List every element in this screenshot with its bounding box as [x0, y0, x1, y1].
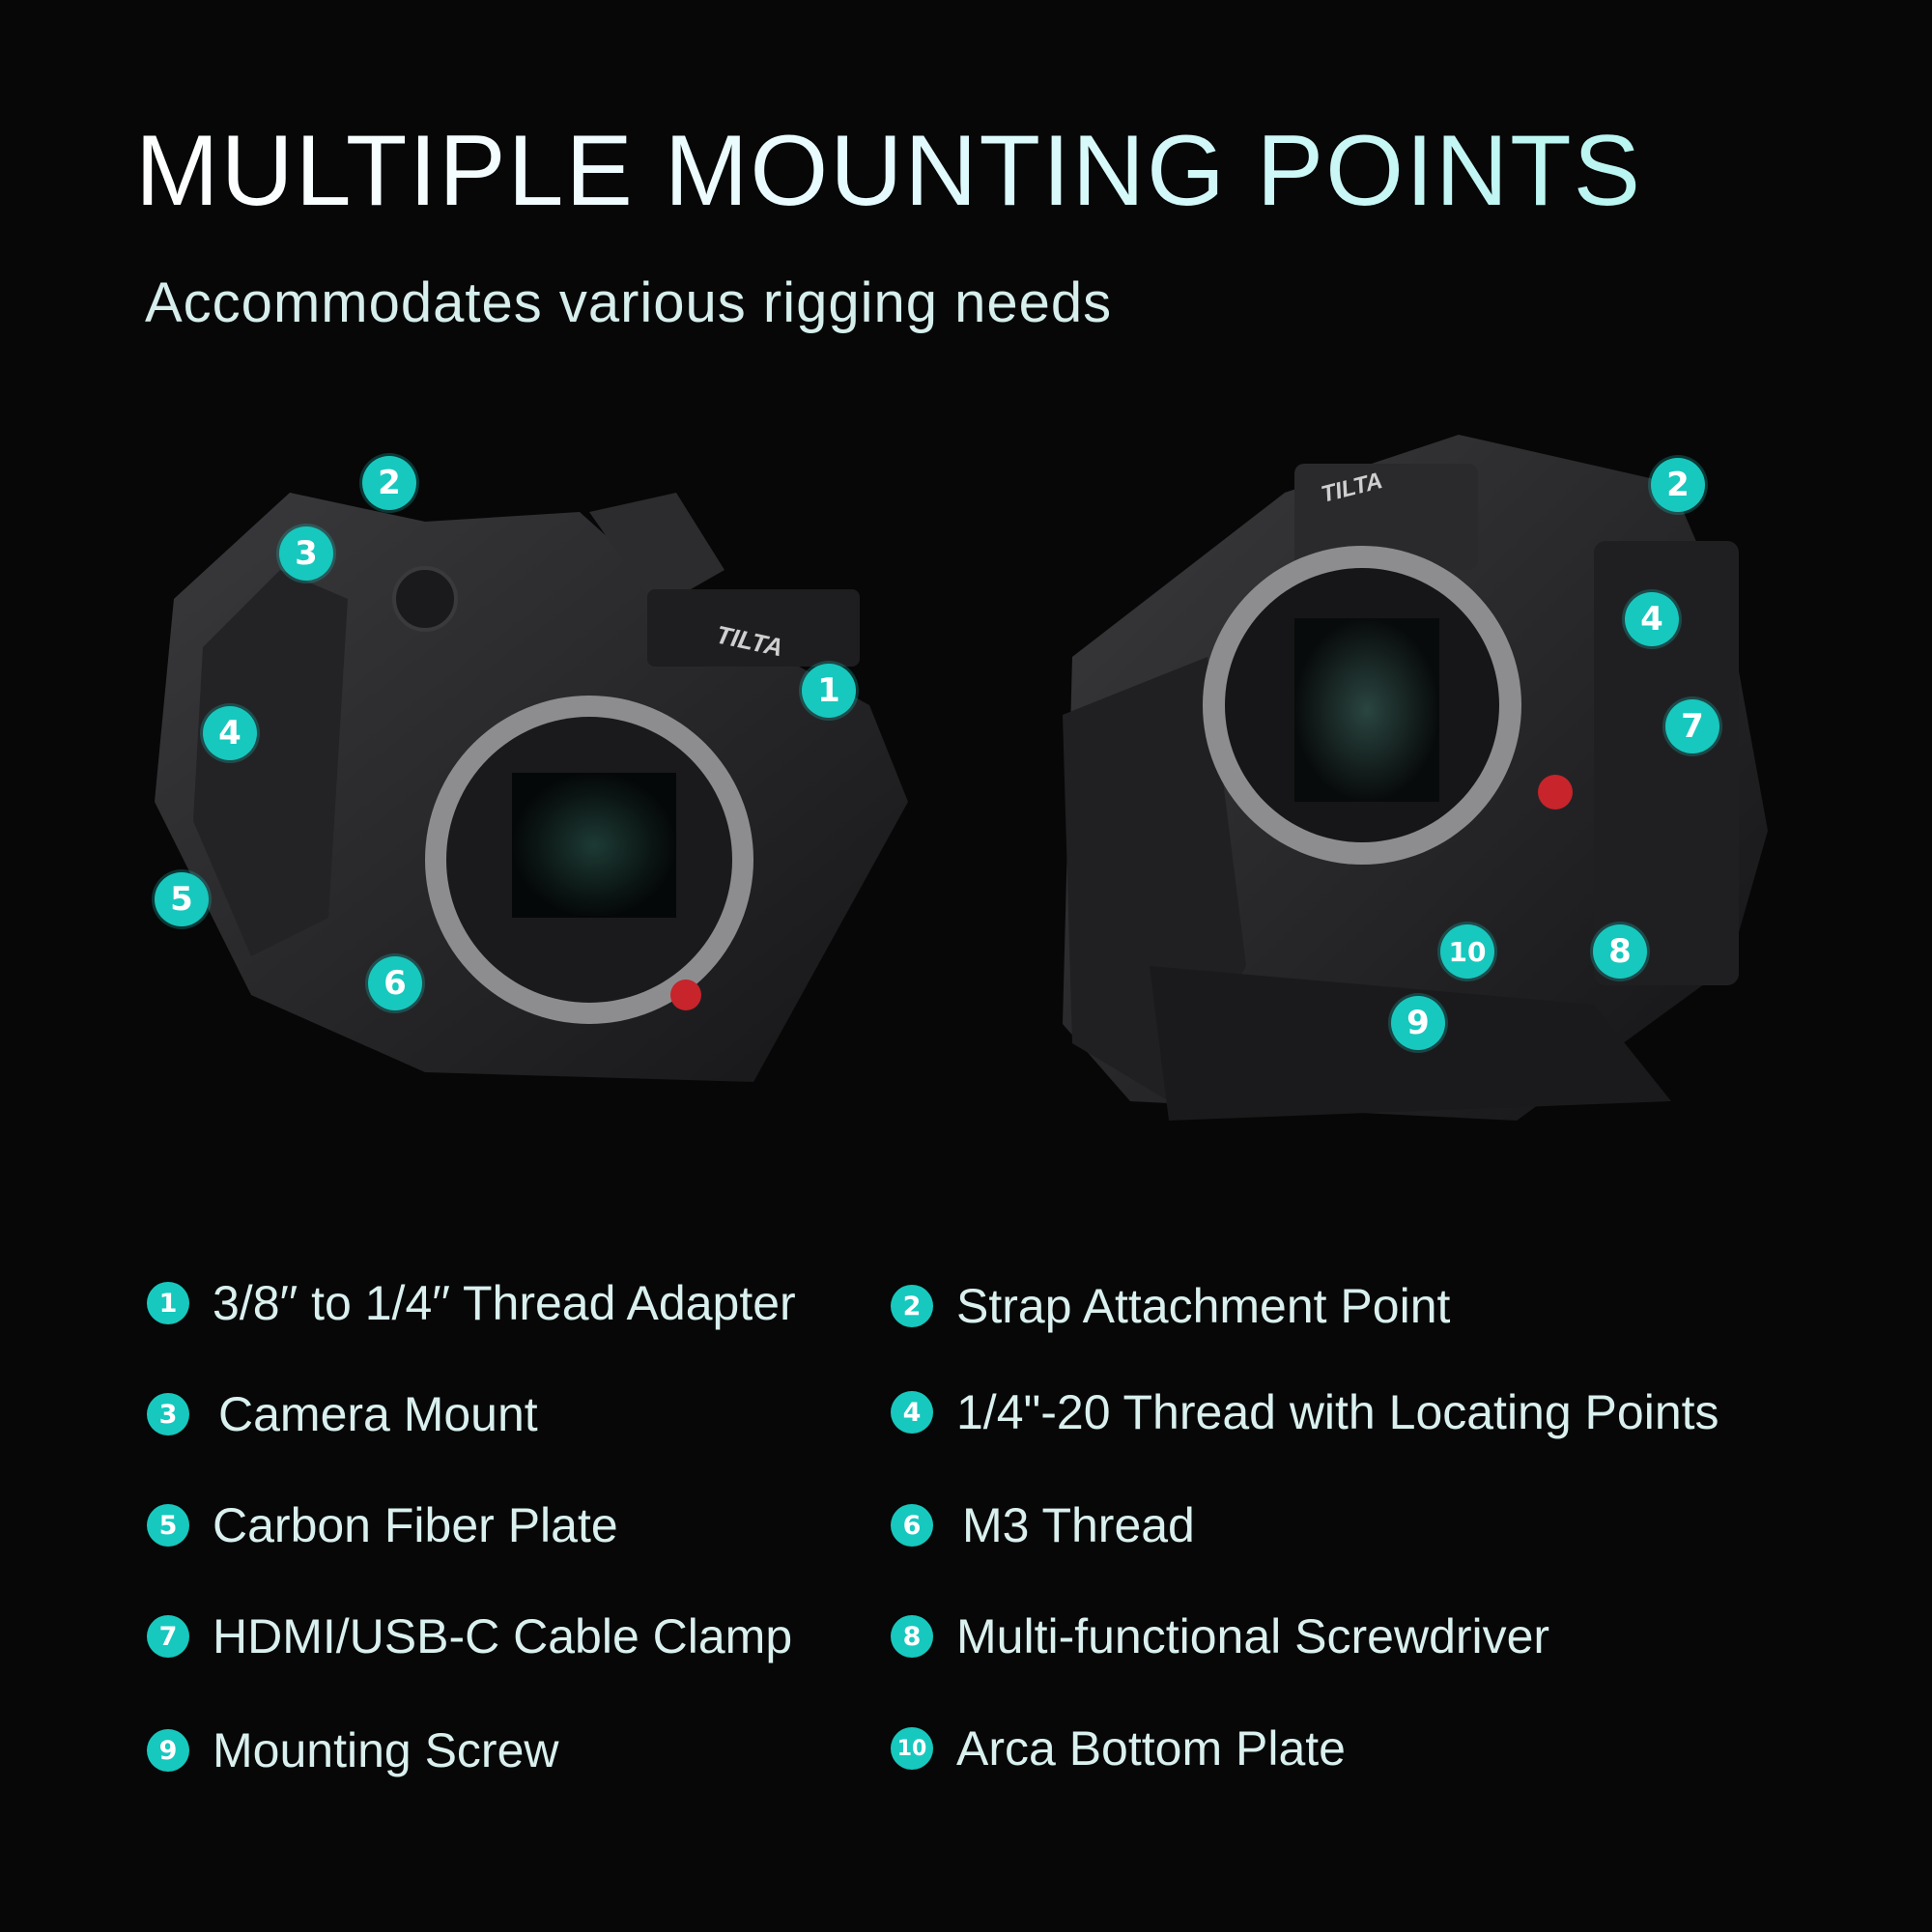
legend-item-10: 10 Arca Bottom Plate — [891, 1720, 1346, 1776]
legend-label: HDMI/USB-C Cable Clamp — [213, 1609, 793, 1663]
legend-label: Camera Mount — [218, 1387, 538, 1441]
callout-marker-9-right: 9 — [1391, 996, 1445, 1050]
callout-marker-2-left: 2 — [362, 456, 416, 510]
legend-item-4: 4 1/4"-20 Thread with Locating Points — [891, 1384, 1719, 1440]
legend-label: 3/8′′ to 1/4′′ Thread Adapter — [213, 1276, 796, 1330]
legend-number-badge: 9 — [147, 1729, 189, 1772]
legend-number-badge: 1 — [147, 1282, 189, 1324]
legend-item-2: 2 Strap Attachment Point — [891, 1278, 1450, 1334]
callout-marker-2-right: 2 — [1651, 458, 1705, 512]
callout-marker-5-left: 5 — [155, 872, 209, 926]
legend-number-badge: 2 — [891, 1285, 933, 1327]
callout-marker-10-right: 10 — [1440, 924, 1494, 979]
legend-number-badge: 10 — [891, 1727, 933, 1770]
callout-marker-4-right: 4 — [1625, 592, 1679, 646]
legend-item-5: 5 Carbon Fiber Plate — [147, 1497, 618, 1553]
callout-marker-1-left: 1 — [802, 664, 856, 718]
legend-label: Strap Attachment Point — [956, 1279, 1451, 1333]
page-title: MULTIPLE MOUNTING POINTS — [135, 115, 1642, 227]
legend-item-6: 6 M3 Thread — [891, 1497, 1195, 1553]
camera-cage-front-icon: TILTA — [135, 454, 966, 1130]
legend-number-badge: 5 — [147, 1504, 189, 1547]
legend-number-badge: 4 — [891, 1391, 933, 1434]
legend-number-badge: 6 — [891, 1504, 933, 1547]
legend-item-1: 1 3/8′′ to 1/4′′ Thread Adapter — [147, 1275, 796, 1331]
callout-marker-3-left: 3 — [279, 526, 333, 581]
callout-marker-4-left: 4 — [203, 706, 257, 760]
legend-label: M3 Thread — [962, 1498, 1195, 1552]
legend-item-9: 9 Mounting Screw — [147, 1722, 559, 1778]
legend-number-badge: 3 — [147, 1393, 189, 1435]
callout-marker-8-right: 8 — [1593, 924, 1647, 979]
legend-item-3: 3 Camera Mount — [147, 1386, 538, 1442]
page-subtitle: Accommodates various rigging needs — [145, 271, 1113, 334]
legend-number-badge: 8 — [891, 1615, 933, 1658]
legend-label: Arca Bottom Plate — [956, 1721, 1346, 1776]
callout-marker-7-right: 7 — [1665, 699, 1719, 753]
legend-label: Mounting Screw — [213, 1723, 559, 1777]
legend-label: 1/4"-20 Thread with Locating Points — [956, 1385, 1719, 1439]
legend-label: Carbon Fiber Plate — [213, 1498, 618, 1552]
legend-label: Multi-functional Screwdriver — [956, 1609, 1550, 1663]
callout-marker-6-left: 6 — [368, 956, 422, 1010]
legend-number-badge: 7 — [147, 1615, 189, 1658]
legend-item-7: 7 HDMI/USB-C Cable Clamp — [147, 1608, 792, 1664]
camera-cage-angle-icon: TILTA — [1053, 425, 1787, 1140]
legend-item-8: 8 Multi-functional Screwdriver — [891, 1608, 1549, 1664]
